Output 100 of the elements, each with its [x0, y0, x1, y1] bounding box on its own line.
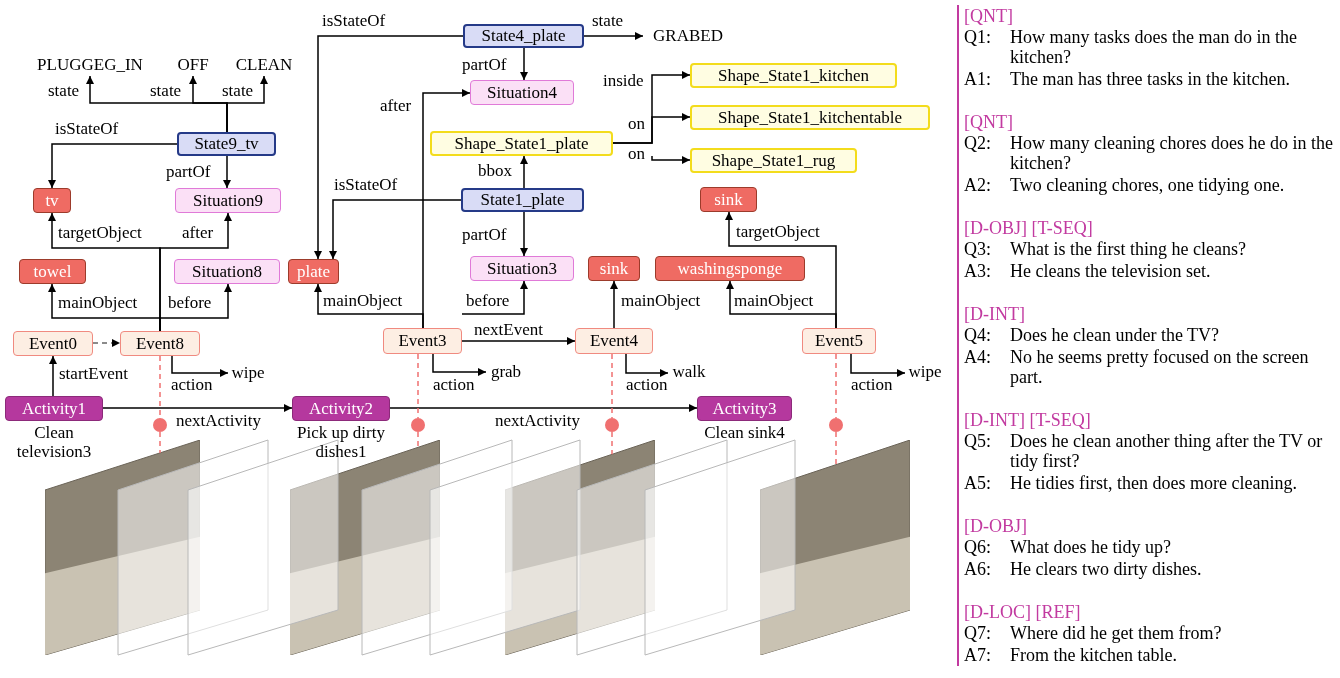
caption-text: Pick up dirty dishes1 — [296, 423, 386, 461]
value-label: CLEAN — [228, 54, 300, 76]
edge-label: after — [182, 223, 214, 243]
edge-label: bbox — [478, 161, 512, 181]
edge-label: state — [592, 11, 624, 31]
connector-line — [159, 431, 161, 454]
question-number: Q1: — [964, 27, 992, 49]
event-node: Event4 — [575, 328, 653, 354]
edge-label: mainObject — [323, 291, 403, 311]
edge-label: state — [48, 81, 80, 101]
question-text: How many tasks does the man do in the kitchen? — [1010, 27, 1298, 69]
question-text: What does he tidy up? — [1010, 537, 1172, 559]
edge-label: inside — [603, 71, 644, 91]
category-tag: [QNT] — [964, 6, 1340, 27]
answer-number: A3: — [964, 261, 992, 283]
question-text: Does he clean under the TV? — [1010, 325, 1221, 347]
category-tag: [QNT] — [964, 112, 1340, 133]
arrow — [520, 155, 528, 189]
arrow — [102, 404, 293, 412]
category-tag: [D-OBJ] — [964, 516, 1340, 537]
answer-text: The man has three tasks in the kitchen. — [1010, 69, 1291, 91]
question-text: How many cleaning chores does he do in the kitchen? — [1010, 133, 1334, 175]
edge-label: isStateOf — [55, 119, 119, 139]
connector-line — [835, 431, 837, 466]
object-node: washingsponge — [655, 256, 805, 281]
answer-number: A7: — [964, 645, 992, 667]
question-number: Q6: — [964, 537, 992, 559]
edge-label: before — [168, 293, 212, 313]
answer-text: From the kitchen table. — [1010, 645, 1178, 667]
question-number: Q7: — [964, 623, 992, 645]
category-tag: [D-INT] — [964, 304, 1340, 325]
situation-node: Situation4 — [470, 80, 574, 105]
event-node: Event3 — [383, 328, 462, 354]
state-node: State4_plate — [463, 24, 584, 48]
edge-label: before — [466, 291, 510, 311]
answer-number: A5: — [964, 473, 992, 495]
state-node: State1_plate — [461, 188, 584, 212]
value-label: grab — [486, 362, 526, 382]
answer-number: A4: — [964, 347, 992, 369]
edge-label: partOf — [462, 55, 507, 75]
edge-label: state — [222, 81, 254, 101]
edge-label: targetObject — [58, 223, 142, 243]
photo-placeholder — [760, 440, 910, 655]
value-label: PLUGGEG_IN — [25, 54, 155, 76]
arrow — [461, 280, 528, 315]
answer-text: He clears two dirty dishes. — [1010, 559, 1203, 581]
edge-label: nextActivity — [495, 411, 580, 431]
caption-text: Clean television3 — [15, 423, 93, 461]
object-node: sink — [700, 187, 757, 212]
situation-node: Situation3 — [470, 256, 574, 281]
connector-line — [611, 431, 613, 456]
object-node: tv — [33, 188, 71, 213]
arrow — [226, 75, 268, 133]
arrow — [461, 337, 576, 345]
value-label: wipe — [228, 363, 268, 383]
edge-label: after — [380, 96, 412, 116]
edge-label: nextActivity — [176, 411, 261, 431]
arrow — [159, 283, 232, 332]
edge-label: state — [150, 81, 182, 101]
edge-label: partOf — [462, 225, 507, 245]
shape-node: Shape_State1_kitchen — [690, 63, 897, 88]
answer-number: A6: — [964, 559, 992, 581]
answer-number: A1: — [964, 69, 992, 91]
edge-label: action — [851, 375, 893, 395]
edge-label: action — [626, 375, 668, 395]
arrow — [432, 353, 487, 376]
connector-line — [611, 353, 613, 419]
edge-label: isStateOf — [334, 175, 398, 195]
edge-label: mainObject — [621, 291, 701, 311]
arrow — [850, 353, 906, 377]
arrow — [520, 211, 528, 257]
object-node: sink — [588, 256, 640, 281]
connector-line — [835, 353, 837, 419]
question-number: Q3: — [964, 239, 992, 261]
edge-label: on — [628, 114, 645, 134]
answer-text: No he seems pretty focused on the screen part. — [1010, 347, 1310, 389]
photo-placeholder — [290, 440, 440, 655]
arrow — [612, 113, 691, 144]
edge-label: action — [171, 375, 213, 395]
arrow — [610, 280, 618, 329]
category-tag: [D-LOC] [REF] — [964, 602, 1340, 623]
arrow — [389, 404, 698, 412]
arrow — [92, 339, 121, 347]
shape-node: Shape_State1_plate — [430, 131, 613, 156]
answer-text: He cleans the television set. — [1010, 261, 1212, 283]
arrow — [520, 47, 528, 81]
question-number: Q5: — [964, 431, 992, 453]
event-node: Event0 — [13, 331, 93, 356]
value-label: GRABED — [643, 25, 733, 47]
edge-label: targetObject — [736, 222, 820, 242]
arrow — [223, 155, 231, 189]
shape-node: Shape_State1_rug — [690, 148, 857, 173]
activity-node: Activity1 — [5, 396, 103, 421]
arrow — [583, 32, 644, 40]
arrow — [651, 155, 691, 164]
arrow — [314, 283, 424, 329]
caption-text: Clean sink4 — [703, 423, 786, 442]
arrow — [48, 143, 178, 189]
object-node: plate — [288, 259, 339, 284]
category-tag: [D-INT] [T-SEQ] — [964, 410, 1340, 431]
